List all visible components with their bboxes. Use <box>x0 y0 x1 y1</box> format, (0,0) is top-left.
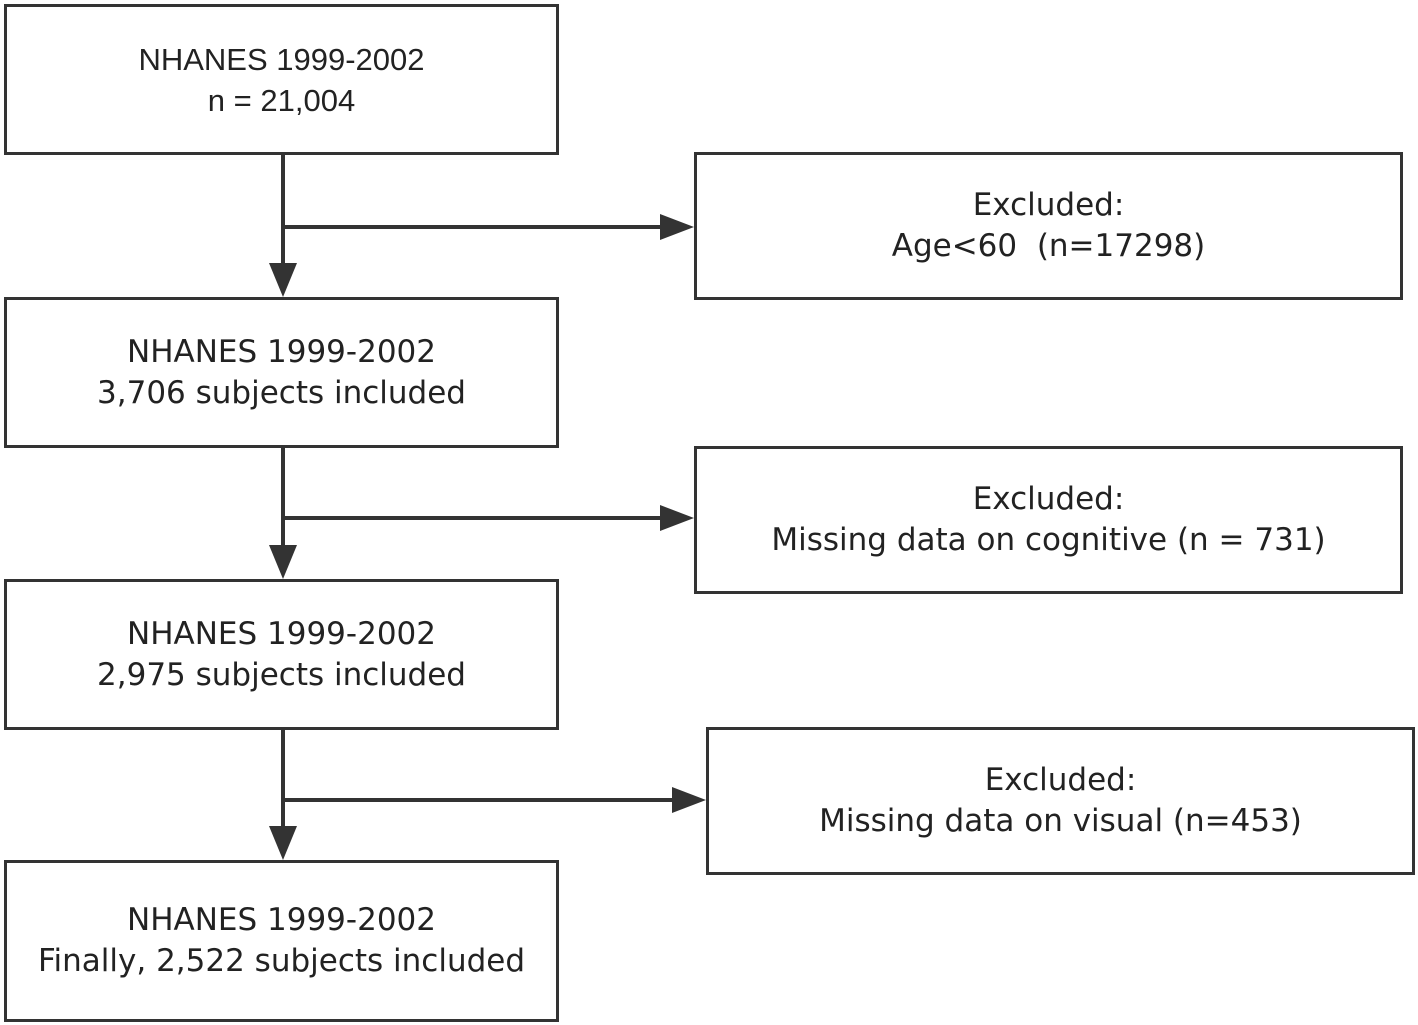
exclusion-box-cognitive: Excluded: Missing data on cognitive (n =… <box>694 446 1403 594</box>
exclusion-heading: Excluded: <box>984 762 1137 798</box>
exclusion-box-age: Excluded: Age<60 (n=17298) <box>694 152 1403 300</box>
cohort-box-age-filtered: NHANES 1999-2002 3,706 subjects included <box>4 297 559 448</box>
cohort-box-count: 3,706 subjects included <box>97 374 466 411</box>
down-arrow-1 <box>269 263 297 297</box>
exclusion-reason: Age<60 (n=17298) <box>891 228 1206 264</box>
cohort-box-count: 2,975 subjects included <box>97 656 466 693</box>
cohort-box-final: NHANES 1999-2002 Finally, 2,522 subjects… <box>4 860 559 1022</box>
exclusion-heading: Excluded: <box>972 481 1125 517</box>
right-arrow-2 <box>660 505 694 531</box>
down-arrow-3 <box>269 826 297 860</box>
cohort-box-title: NHANES 1999-2002 <box>127 902 436 938</box>
cohort-box-count: n = 21,004 <box>207 82 356 118</box>
cohort-box-cognitive-filtered: NHANES 1999-2002 2,975 subjects included <box>4 579 559 730</box>
cohort-box-count: Finally, 2,522 subjects included <box>37 943 526 979</box>
exclusion-box-visual: Excluded: Missing data on visual (n=453) <box>706 727 1415 875</box>
cohort-box-title: NHANES 1999-2002 <box>127 615 436 652</box>
down-arrow-2 <box>269 545 297 579</box>
right-arrow-3 <box>672 787 706 813</box>
exclusion-reason: Missing data on visual (n=453) <box>819 803 1302 839</box>
exclusion-reason: Missing data on cognitive (n = 731) <box>771 522 1326 558</box>
cohort-box-initial: NHANES 1999-2002 n = 21,004 <box>4 4 559 155</box>
cohort-box-title: NHANES 1999-2002 <box>127 333 436 370</box>
cohort-box-title: NHANES 1999-2002 <box>138 41 425 77</box>
exclusion-heading: Excluded: <box>972 187 1125 223</box>
right-arrow-1 <box>660 214 694 240</box>
